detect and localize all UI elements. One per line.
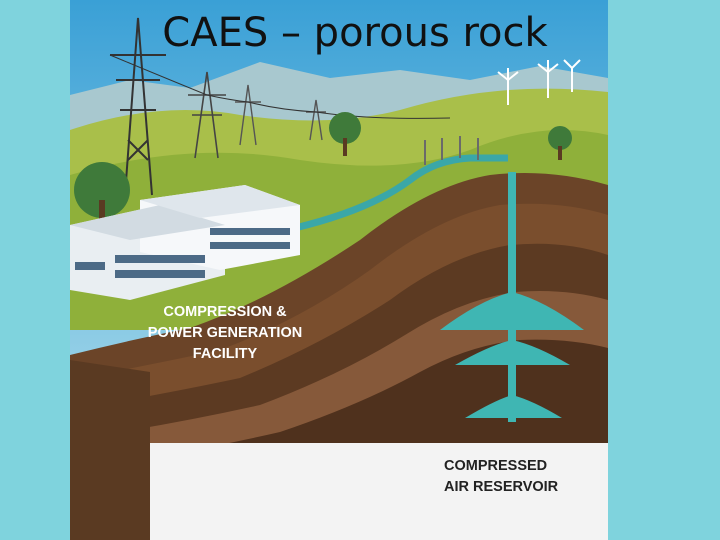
- facility-label: COMPRESSION & POWER GENERATION FACILITY: [143, 302, 307, 365]
- substation: [424, 136, 479, 165]
- facility-label-line-3: FACILITY: [192, 346, 258, 362]
- compression-building: [70, 185, 300, 300]
- ground-base: [150, 443, 608, 540]
- wind-turbines: [497, 59, 581, 105]
- reservoir-pocket-2: [455, 340, 570, 365]
- facility-label-line-2: POWER GENERATION: [147, 325, 303, 341]
- power-tower-large: [110, 17, 166, 196]
- trees: [74, 112, 572, 228]
- caes-illustration: [70, 0, 608, 540]
- ground-front-face: [70, 360, 150, 540]
- reservoir-label-line-1: COMPRESSED: [444, 458, 548, 474]
- facility-label-line-1: COMPRESSION &: [163, 304, 287, 320]
- surface-pipeline: [294, 154, 508, 232]
- slide-title: CAES – porous rock: [162, 10, 548, 56]
- reservoir-pocket-1: [440, 292, 584, 330]
- reservoir-pocket-3: [465, 395, 562, 418]
- power-lines: [109, 54, 451, 119]
- reservoir-label-line-2: AIR RESERVOIR: [444, 479, 559, 495]
- reservoir-label: COMPRESSED AIR RESERVOIR: [444, 456, 564, 498]
